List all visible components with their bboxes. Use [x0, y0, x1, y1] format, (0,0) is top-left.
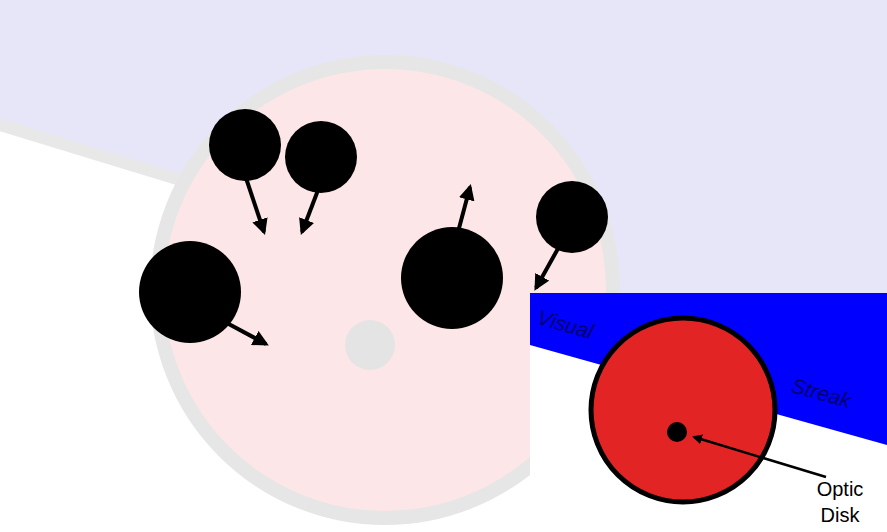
band-shape — [530, 293, 887, 445]
visual-streak-band: VisualStreak — [530, 293, 887, 445]
optic-disk-label: Optic Disk — [804, 476, 876, 528]
